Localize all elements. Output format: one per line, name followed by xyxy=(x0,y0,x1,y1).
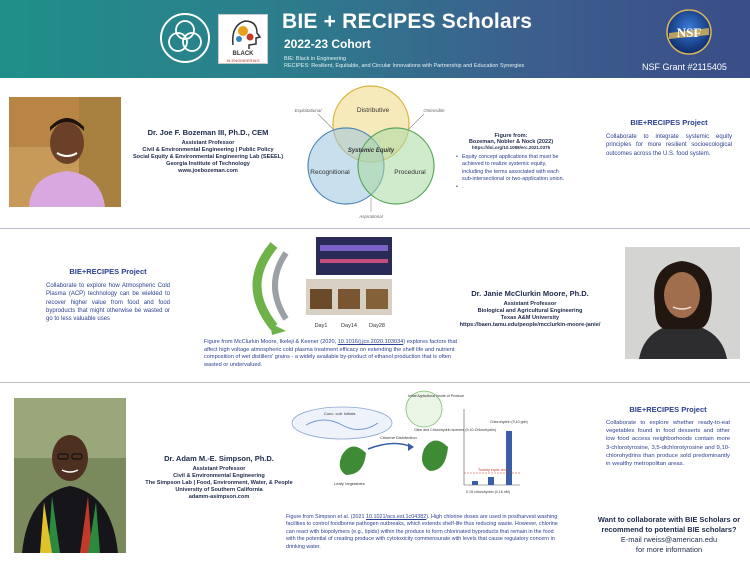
figure3-label: Oleic and Chlorohydrin Isomers (9,10-Chl… xyxy=(414,428,496,432)
affiliation-line: Assistant Professor xyxy=(181,140,235,146)
page-title: BIE + RECIPES Scholars xyxy=(282,10,533,33)
affiliation-line: Civil & Environmental Engineering | Publ… xyxy=(142,147,274,153)
black-in-engineering-logo: BLACK IN ENGINEERING xyxy=(218,14,268,64)
project-box-bozeman: BIE+RECIPES Project Collaborate to integ… xyxy=(606,118,732,158)
scholar-section-simpson: Dr. Adam M.-E. Simpson, Ph.D. Assistant … xyxy=(0,382,750,565)
figure3-label: 0.15 chlorohydrin (0.18 nM) xyxy=(466,490,510,494)
logo-black-text: BLACK xyxy=(232,51,254,57)
figure2-doi-link[interactable]: 10.1016/j.jcs.2020.103034 xyxy=(337,339,404,345)
figure1-authors: Bozeman, Nobler & Nock (2022) xyxy=(468,139,554,145)
scholar-name-mcclurkin-moore: Dr. Janie McClurkin Moore, Ph.D. xyxy=(471,289,589,298)
figure3-label: Chlorine Disinfection xyxy=(380,435,417,440)
affiliation-line: Social Equity & Environmental Engineerin… xyxy=(132,154,284,160)
affiliation-line: Civil & Environmental Engineering xyxy=(173,473,265,479)
scholar-name-bozeman: Dr. Joe F. Bozeman III, Ph.D., CEM xyxy=(147,128,269,137)
bie-logo-icon xyxy=(160,13,210,63)
list-item: •Equity concept applications that must b… xyxy=(456,154,565,183)
cohort-subtitle: 2022-23 Cohort xyxy=(284,37,371,51)
scholar-affiliation-mcclurkin-moore: Assistant Professor Biological and Agric… xyxy=(440,301,620,329)
figure3-label: Chlorohydrin (9,10 ppb) xyxy=(490,420,528,424)
cta-question: Want to collaborate with BIE Scholars or… xyxy=(597,515,741,534)
day-label: Day28 xyxy=(369,323,385,329)
project-text: Collaborate to explore whether ready-to-… xyxy=(606,420,730,468)
figure3-caption: Figure from Simpson et al. (2021 10.1021… xyxy=(286,514,558,550)
grant-number: NSF Grant #2115405 xyxy=(642,62,727,72)
header-banner: BLACK IN ENGINEERING BIE + RECIPES Schol… xyxy=(0,0,750,78)
affiliation-line: University of Southern California xyxy=(175,487,263,493)
website-link[interactable]: https://baen.tamu.edu/people/mcclurkin-m… xyxy=(459,322,601,328)
project-text: Collaborate to explore how Atmospheric C… xyxy=(46,283,170,323)
figure3-label: Toxicity equiv. level xyxy=(478,468,509,472)
venn-label-procedural: Procedural xyxy=(394,169,426,176)
affiliation-line: Assistant Professor xyxy=(192,466,246,472)
figure3-chlorine-image: Conc. cult. Initials Chlorine Disinfecti… xyxy=(291,390,528,494)
figure1-caption: Figure from: Bozeman, Nobler & Nock (202… xyxy=(456,133,566,191)
day-label: Day14 xyxy=(341,323,357,329)
head-gears-icon xyxy=(232,20,262,49)
affiliation-line: The Simpson Lab | Food, Environment, Wat… xyxy=(145,480,293,486)
figure1-doi[interactable]: https://doi.org/10.1088/erc.2021.0375 xyxy=(471,145,551,150)
day-label: Day1 xyxy=(315,323,328,329)
venn-label-center: Systemic Equity xyxy=(348,148,395,154)
venn-label-distributive: Distributive xyxy=(357,107,390,114)
figure2-cold-plasma-image: Day1 Day14 Day28 xyxy=(252,237,392,335)
affiliation-line: Biological and Agricultural Engineering xyxy=(477,308,583,314)
cta-more-info: for more information xyxy=(635,545,703,554)
figure3-label: Conc. cult. Initials xyxy=(324,411,355,416)
project-title: BIE+RECIPES Project xyxy=(69,267,147,276)
figure3-label: Initial Agricultural Inside of Produce xyxy=(408,394,464,398)
cta-email[interactable]: E-mail rweiss@american.edu xyxy=(620,535,718,544)
scholar-affiliation-bozeman: Assistant Professor Civil & Environmenta… xyxy=(120,140,296,175)
figure2-caption: Figure from McClurkin Moore, Ikeleji & K… xyxy=(204,339,458,368)
bie-definition: BIE: Black in Engineering xyxy=(284,56,347,62)
collaboration-call-to-action: Want to collaborate with BIE Scholars or… xyxy=(592,515,746,555)
project-text: Collaborate to integrate systemic equity… xyxy=(606,134,732,157)
figure3-label: Leafy Vegetables xyxy=(334,481,365,486)
recipes-definition: RECIPES: Resilient, Equitable, and Circu… xyxy=(284,63,525,69)
venn-label-exploitational: Exploitational xyxy=(295,108,323,113)
project-title: BIE+RECIPES Project xyxy=(630,118,708,127)
scholar-name-simpson: Dr. Adam M.-E. Simpson, Ph.D. xyxy=(164,454,274,463)
project-box-mcclurkin-moore: BIE+RECIPES Project Collaborate to explo… xyxy=(46,267,170,323)
portrait-bozeman xyxy=(9,97,121,207)
figure1-bullets: •Equity concept applications that must b… xyxy=(456,154,566,191)
nsf-logo-icon: NSF xyxy=(666,9,712,55)
portrait-simpson xyxy=(14,398,126,553)
scholar-section-mcclurkin-moore: BIE+RECIPES Project Collaborate to explo… xyxy=(0,228,750,380)
figure3-doi-link[interactable]: 10.1021/acs.est.1c04382 xyxy=(366,514,427,520)
venn-label-recognitional: Recognitional xyxy=(310,169,350,176)
systemic-equity-venn-diagram: Distributive Recognitional Procedural Sy… xyxy=(295,85,445,219)
website-link[interactable]: adamm-asimpson.com xyxy=(188,494,250,500)
logo-black-subtext: IN ENGINEERING xyxy=(226,58,260,63)
venn-label-ostensible: Ostensible xyxy=(423,108,445,113)
scholar-section-bozeman: Dr. Joe F. Bozeman III, Ph.D., CEM Assis… xyxy=(0,80,750,224)
project-box-simpson: BIE+RECIPES Project Collaborate to explo… xyxy=(606,405,730,468)
figure1-head: Figure from: xyxy=(494,133,528,139)
nsf-logo-text: NSF xyxy=(677,25,702,40)
list-item: •. xyxy=(456,183,464,190)
portrait-mcclurkin-moore xyxy=(625,247,740,359)
project-title: BIE+RECIPES Project xyxy=(629,405,707,414)
scholar-affiliation-simpson: Assistant Professor Civil & Environmenta… xyxy=(128,466,310,501)
affiliation-line: Georgia Institute of Technology xyxy=(166,161,250,167)
affiliation-line: Texas A&M University xyxy=(500,315,560,321)
affiliation-line: Assistant Professor xyxy=(503,301,557,307)
website-link[interactable]: www.joebozeman.com xyxy=(178,168,238,174)
venn-label-aspirational: Aspirational xyxy=(358,214,384,219)
